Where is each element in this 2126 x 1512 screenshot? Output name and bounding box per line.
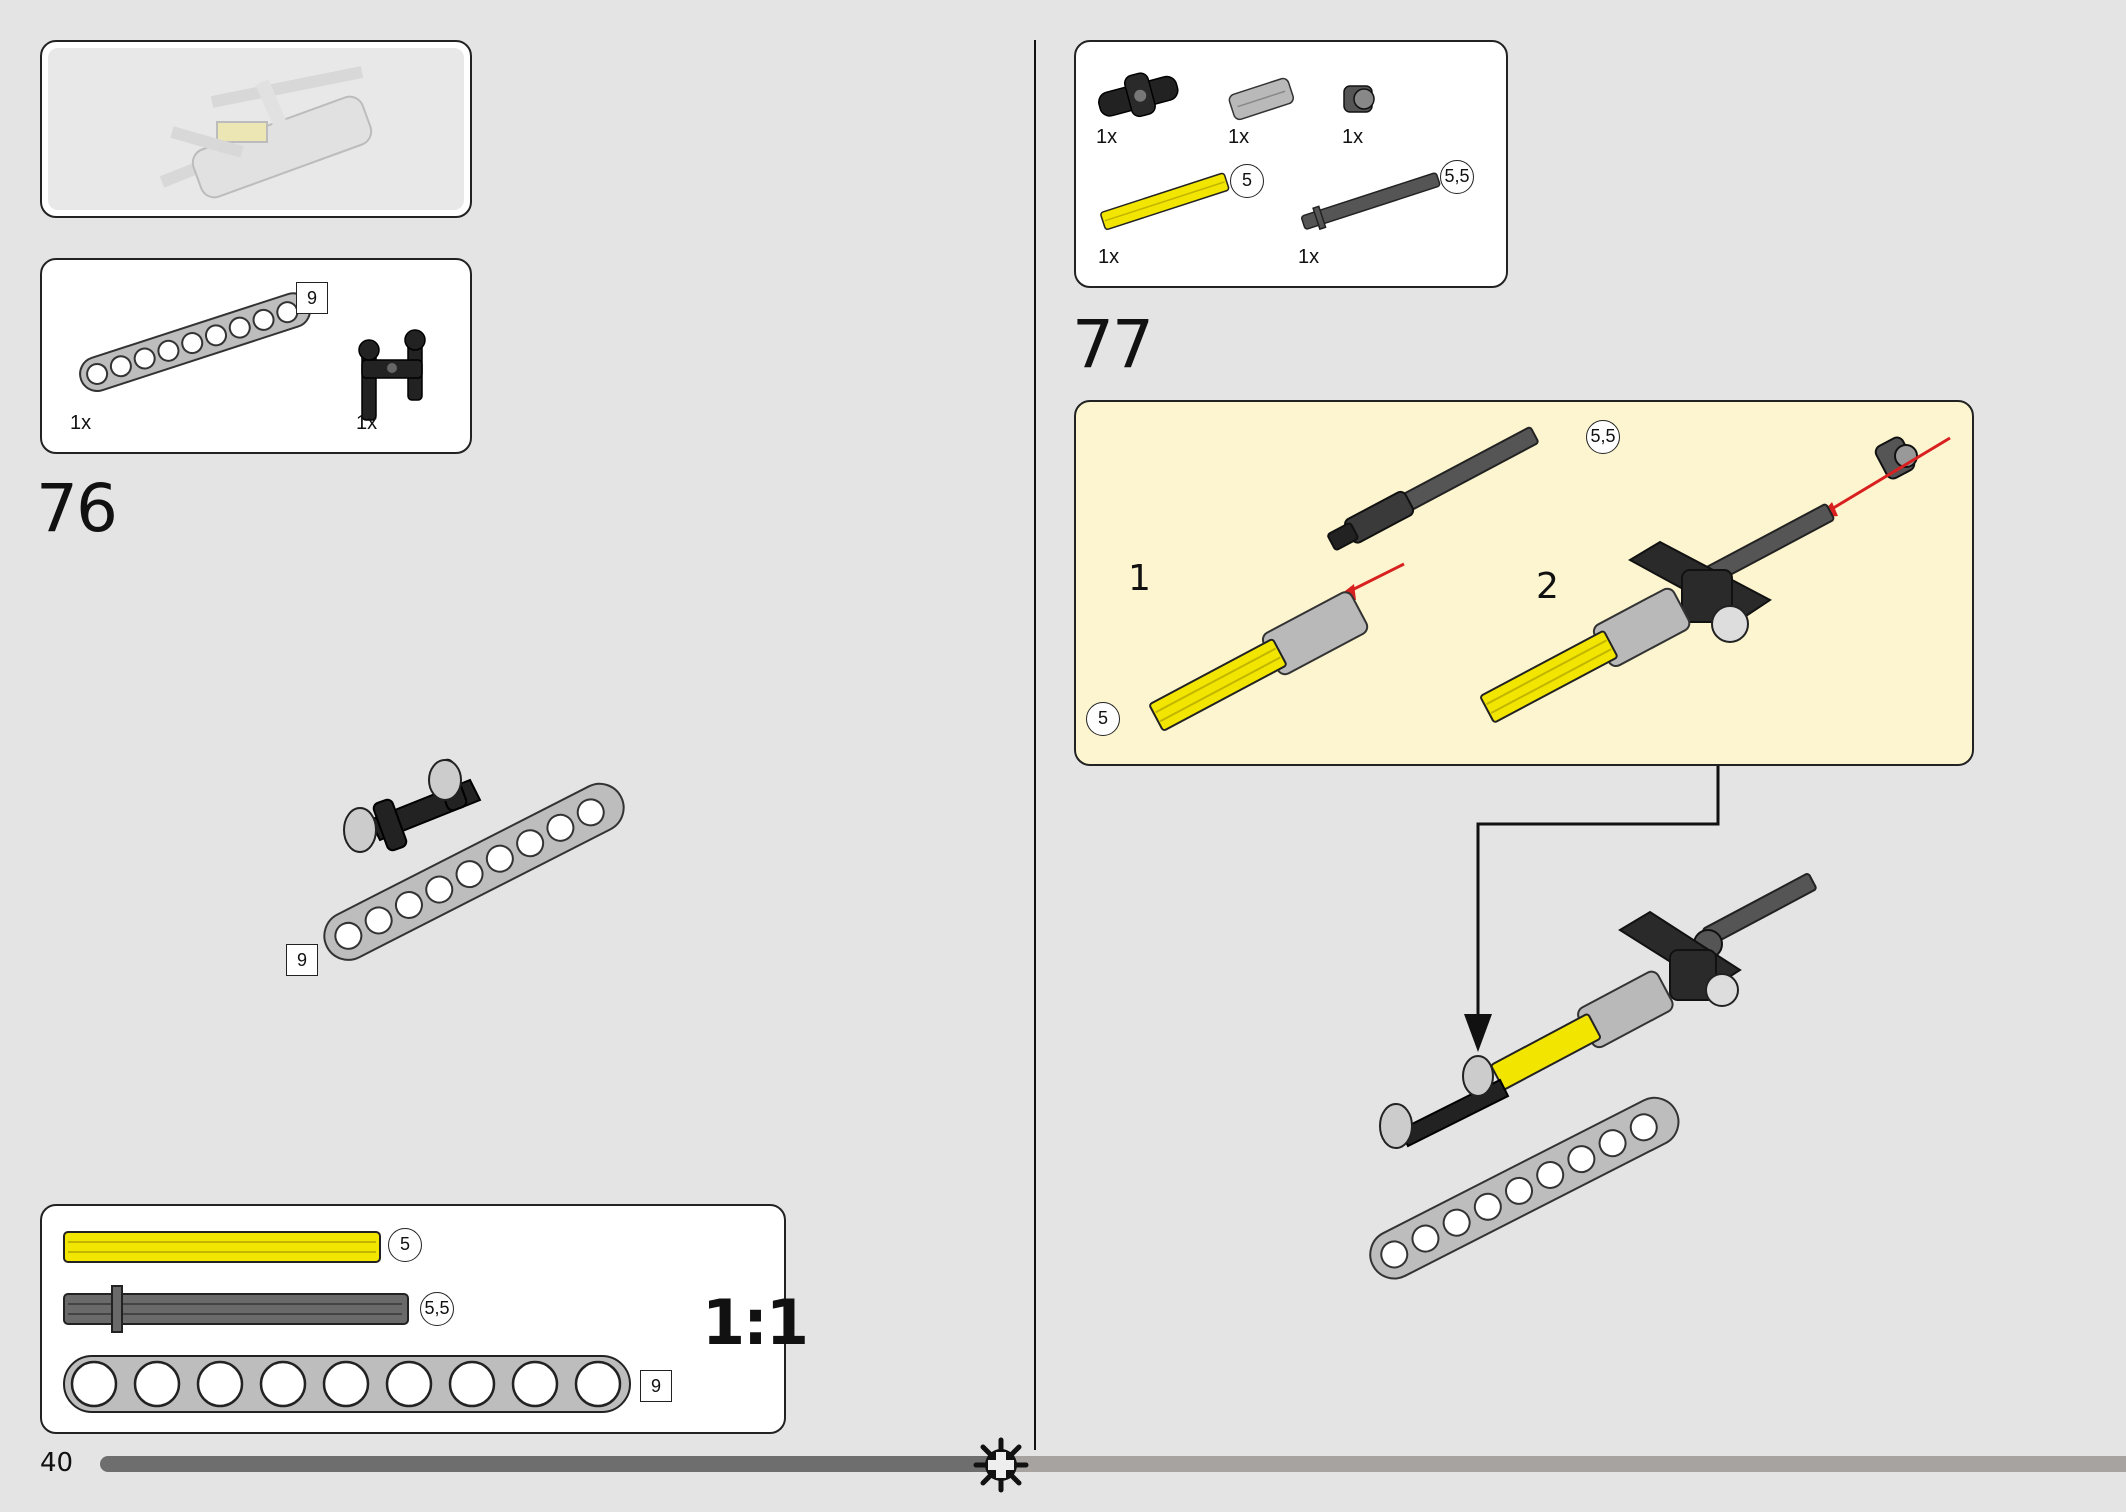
parts-box-step-76: 9 1x 1x <box>40 258 472 454</box>
axle-connector-black-part-image <box>1098 72 1179 118</box>
step-77-assembly-image <box>1369 873 1817 1280</box>
part-label-axle-5-5: 5,5 <box>1440 160 1474 194</box>
step-number-76: 76 <box>36 470 118 547</box>
beam-length-label: 9 <box>296 282 328 314</box>
beam-9-part-image <box>79 292 312 392</box>
preview-model-image <box>159 66 373 199</box>
part-qty-beam: 1x <box>70 412 92 434</box>
scale-label-5: 5 <box>388 1228 422 1262</box>
progress-bar-remaining <box>1000 1456 2126 1472</box>
scale-label-9: 9 <box>640 1370 672 1402</box>
callout-connector-arrow <box>1464 766 1720 1052</box>
part-qty-grey-connector: 1x <box>1228 126 1250 148</box>
axle-connector-grey-part-image <box>1228 77 1294 121</box>
bush-part-image <box>1343 85 1375 113</box>
assembly-beam-label: 9 <box>286 944 318 976</box>
part-label-axle-5: 5 <box>1230 164 1264 198</box>
part-qty-bush: 1x <box>1342 126 1364 148</box>
scale-reference-box: 5 5,5 9 1:1 <box>40 1204 809 1434</box>
scale-ratio: 1:1 <box>702 1286 809 1359</box>
sub-step-number-1: 1 <box>1128 558 1151 599</box>
axle-pin-connector-part-image <box>358 329 426 421</box>
page-number: 40 <box>40 1448 74 1478</box>
scale-label-5-5: 5,5 <box>420 1292 454 1326</box>
part-qty-black-connector: 1x <box>1096 126 1118 148</box>
step-number-77: 77 <box>1072 306 1154 383</box>
page-divider <box>1034 40 1036 1450</box>
step-76-assembly-image <box>323 758 625 961</box>
part-qty-black-axle: 1x <box>1298 246 1320 268</box>
beam-9-ref <box>63 1355 631 1413</box>
sub-label-axle-5-5: 5,5 <box>1586 420 1620 454</box>
sub-step-2-image <box>1480 436 1951 723</box>
parts-box-step-77: 1x 1x 1x 5 5,5 1x 1x <box>1074 40 1508 288</box>
black-axle-5-5-ref <box>63 1285 409 1333</box>
yellow-axle-5-ref <box>63 1231 381 1263</box>
progress-gear-icon <box>973 1437 1029 1493</box>
yellow-axle-5-part-image <box>1100 172 1230 230</box>
progress-bar-completed <box>100 1456 1000 1472</box>
part-qty-connector: 1x <box>356 412 378 434</box>
sub-step-number-2: 2 <box>1536 566 1559 607</box>
preview-box <box>40 40 472 218</box>
black-axle-5-5-part-image <box>1301 172 1441 231</box>
sub-label-axle-5: 5 <box>1086 702 1120 736</box>
sub-step-1-image <box>1149 426 1539 731</box>
part-qty-yellow-axle: 1x <box>1098 246 1120 268</box>
